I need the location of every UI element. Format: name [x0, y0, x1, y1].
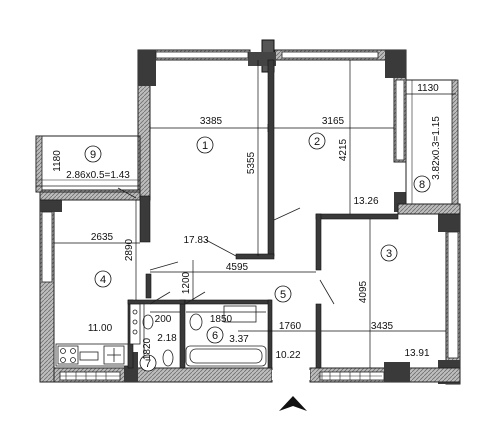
room-6-number: 6 [212, 330, 218, 342]
door-swings [117, 187, 335, 305]
dim-3165: 3165 [322, 116, 345, 127]
room-5: 5 10.22 [274, 285, 301, 361]
kitchen-fixtures [55, 343, 129, 367]
dimension-labels: 3385 3165 1130 1180 5355 4215 2635 2890 … [52, 83, 439, 360]
room-5-area: 10.22 [275, 350, 300, 361]
room-6: 6 3.37 [206, 326, 249, 345]
dim-5355: 5355 [246, 151, 257, 174]
dim-1850: 1850 [210, 314, 233, 325]
room-7-area: 2.18 [157, 333, 177, 344]
room-9: 9 2.86x0.5=1.43 [66, 145, 130, 181]
dim-1180: 1180 [52, 150, 63, 172]
balcony-9 [35, 135, 141, 193]
room-2-number: 2 [314, 136, 320, 148]
room-3-area: 13.91 [404, 348, 429, 359]
dim-1130: 1130 [417, 83, 439, 94]
balcony-8 [405, 79, 459, 205]
dim-1760: 1760 [279, 321, 302, 332]
room-8: 8 3.82x0.3=1.15 [413, 116, 442, 193]
dim-4215: 4215 [338, 138, 349, 161]
dim-4595: 4595 [226, 262, 249, 273]
room-4-number: 4 [100, 274, 106, 286]
dim-1200: 1200 [181, 271, 192, 294]
dim-3435: 3435 [371, 321, 394, 332]
dim-2635: 2635 [91, 232, 114, 243]
room-8-area: 3.82x0.3=1.15 [431, 116, 442, 180]
north-arrow-icon [279, 396, 307, 411]
dim-3385: 3385 [200, 116, 223, 127]
room-9-area: 2.86x0.5=1.43 [66, 170, 130, 181]
room-9-number: 9 [90, 149, 96, 161]
room-1-area: 17.83 [183, 235, 208, 246]
room-3: 3 13.91 [380, 244, 430, 359]
room-1-number: 1 [202, 140, 208, 152]
room-3-number: 3 [386, 248, 392, 260]
dim-1820: 1820 [142, 337, 153, 360]
room-4-area: 11.00 [88, 323, 113, 334]
room-7-number: 7 [145, 358, 151, 370]
wall-details [60, 372, 382, 380]
room-7: 7 2.18 [139, 333, 177, 372]
dim-200: 200 [155, 314, 172, 325]
room-4: 4 11.00 [88, 270, 113, 334]
room-2: 2 13.26 [308, 132, 379, 207]
dimension-lines [54, 60, 456, 368]
room-1: 1 17.83 [183, 136, 214, 246]
room-2-area: 13.26 [353, 196, 378, 207]
dim-4095: 4095 [358, 280, 369, 303]
room-8-number: 8 [419, 179, 425, 191]
bathroom-fixtures [129, 303, 267, 367]
room-5-number: 5 [280, 289, 286, 301]
dim-2890: 2890 [124, 238, 135, 261]
room-6-area: 3.37 [229, 334, 249, 345]
